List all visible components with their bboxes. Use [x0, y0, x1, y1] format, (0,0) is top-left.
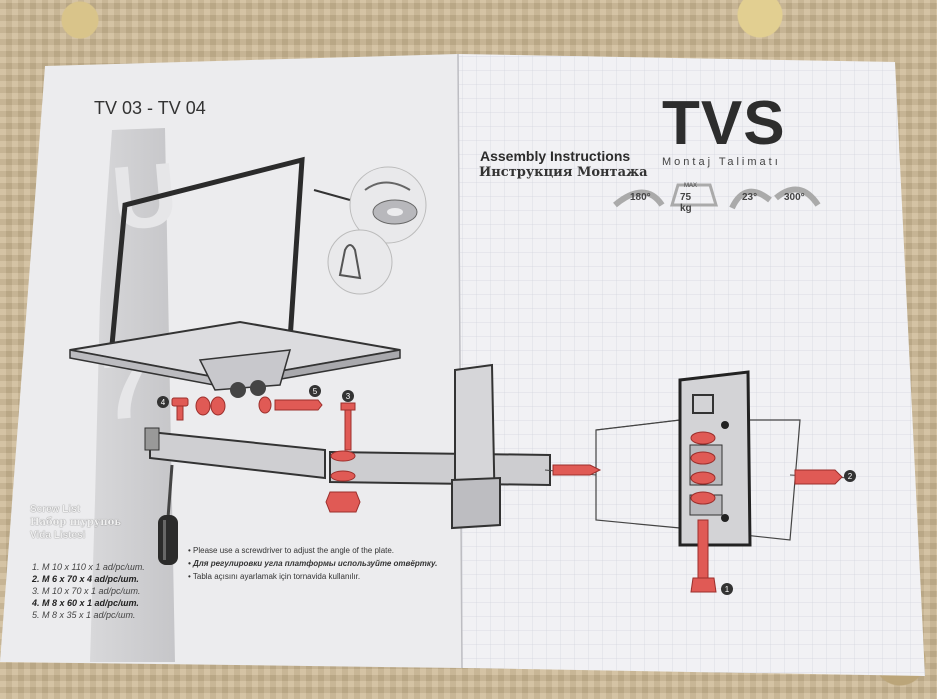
svg-text:1: 1 — [725, 585, 730, 594]
spec-rotation-label: 180° — [630, 192, 651, 203]
callout-2: 2 — [844, 470, 856, 482]
callout-1: 1 — [721, 583, 733, 595]
note-english: • Please use a screwdriver to adjust the… — [188, 546, 395, 555]
screw-list-title-tr: Vida Listesi — [30, 530, 86, 541]
svg-text:U: U — [108, 145, 181, 250]
brand-logo: TVS — [662, 89, 786, 158]
weight-icon — [669, 183, 719, 207]
note-russian: • Для регулировки угла платформы использ… — [188, 559, 438, 568]
svg-text:4: 4 — [161, 398, 166, 407]
center-fold — [457, 53, 463, 669]
spec-weight-label: 75 kg — [680, 192, 692, 214]
callout-4: 4 — [157, 396, 169, 408]
callout-3: 3 — [342, 390, 354, 402]
svg-text:5: 5 — [313, 387, 318, 396]
screw-item-4: 4. M 8 x 60 x 1 ad/pc/шт. — [32, 598, 139, 608]
screw-item-1: 1. M 10 x 110 x 1 ad/pc/шт. — [32, 562, 145, 572]
shelf-plate-drawing — [69, 320, 401, 398]
tilt-arrow-icon — [729, 188, 772, 210]
end-cap — [144, 427, 160, 451]
detail-circle-bracket — [327, 229, 393, 295]
model-title: TV 03 - TV 04 — [94, 98, 206, 118]
detail-circle-clip — [349, 166, 427, 244]
note-turkish: • Tabla açısını ayarlamak için tornavida… — [188, 572, 361, 581]
heading-turkish: Montaj Talimatı — [662, 156, 781, 168]
svg-text:3: 3 — [346, 392, 351, 401]
rotation-arrow-icon — [613, 189, 665, 208]
support-arm-drawing — [149, 363, 551, 530]
screw-item-2: 2. M 6 x 70 x 4 ad/pc/шт. — [32, 574, 139, 584]
heading-english: Assembly Instructions — [480, 148, 631, 164]
callout-5: 5 — [309, 385, 321, 397]
swivel-arrow-icon — [774, 186, 821, 207]
red-hardware-right — [552, 431, 843, 593]
grey-band — [90, 128, 175, 662]
spec-swivel-label: 300° — [784, 192, 805, 203]
screwdriver-icon — [158, 464, 178, 565]
red-hardware-left — [171, 396, 361, 513]
screw-item-3: 3. M 10 x 70 x 1 ad/pc/шт. — [32, 586, 141, 596]
spec-tilt-label: 23° — [742, 192, 758, 203]
spec-max-label: MAX — [684, 183, 698, 189]
svg-text:2: 2 — [848, 472, 853, 481]
heading-russian: Инструкция Монтажа — [479, 165, 648, 180]
screw-list-title-en: Screw List — [30, 504, 81, 515]
screw-item-5: 5. M 8 x 35 x 1 ad/pc/шт. — [32, 610, 136, 620]
screw-list-title-ru: Набор шурупоь — [30, 517, 122, 528]
